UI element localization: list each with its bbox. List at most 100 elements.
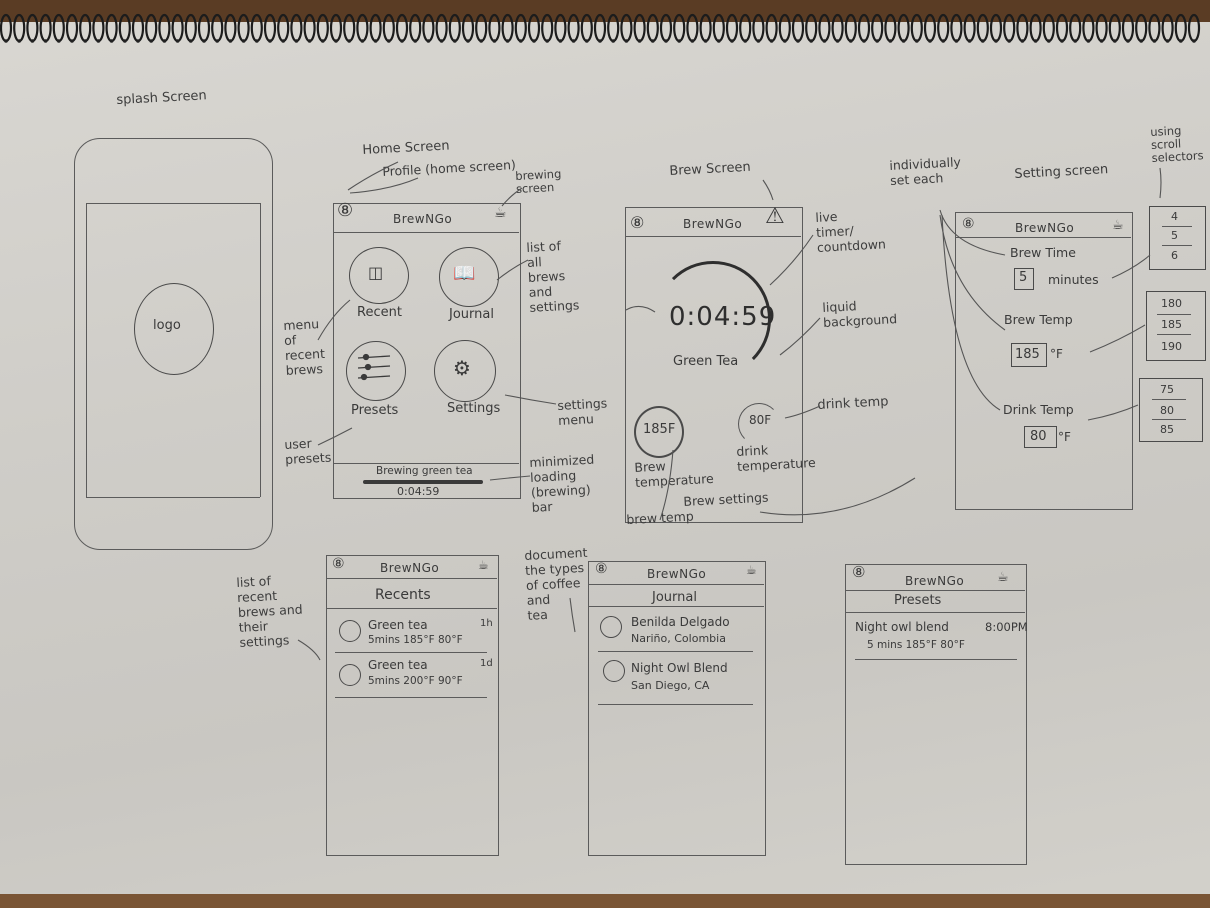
spiral-hole <box>598 39 602 43</box>
recent-item-divider <box>335 652 487 653</box>
journal-item-name[interactable]: Night Owl Blend <box>631 661 728 675</box>
settings-cup-icon[interactable]: ☕ <box>1112 218 1124 233</box>
brewing-bar-time: 0:04:59 <box>397 485 440 498</box>
arrow <box>659 449 674 521</box>
recents-cup-icon[interactable]: ☕ <box>478 558 489 572</box>
recent-item-name[interactable]: Green tea <box>368 658 428 672</box>
scroll-option: 180 <box>1161 297 1182 310</box>
journal-button[interactable] <box>439 247 499 307</box>
scroll-option: 190 <box>1161 340 1182 353</box>
spiral-hole <box>479 39 484 43</box>
brew-time-label: Brew Time <box>1010 245 1076 260</box>
arrow <box>349 177 419 194</box>
spiral-hole <box>967 39 972 43</box>
brew-temp-ring[interactable] <box>634 406 684 458</box>
time-scroll-selector[interactable]: 4 5 6 <box>1149 206 1206 270</box>
brew-profile-icon[interactable]: ⑧ <box>630 213 645 232</box>
brew-header-divider <box>625 236 801 237</box>
spiral-hole <box>175 39 180 43</box>
journal-item-thumb <box>603 660 625 682</box>
brew-cup-icon[interactable]: ☕ <box>494 205 507 221</box>
spiral-hole <box>532 39 536 43</box>
spiral-hole <box>849 39 853 43</box>
preset-item-detail: 5 mins 185°F 80°F <box>867 639 965 651</box>
arrow <box>317 427 353 446</box>
drink-temp-ring[interactable] <box>738 403 780 445</box>
journal-book-icon: 📖 <box>453 263 476 284</box>
preset-item-name[interactable]: Night owl blend <box>855 620 949 634</box>
spiral-hole <box>743 39 747 43</box>
presets-button[interactable] <box>346 341 406 401</box>
scroll-option: 85 <box>1160 423 1174 436</box>
spiral-hole <box>321 39 325 43</box>
brewing-progress-bar[interactable] <box>363 480 483 484</box>
journal-item-detail: Nariño, Colombia <box>631 632 726 645</box>
journal-phone-frame <box>588 561 766 856</box>
home-phone-frame <box>333 203 521 499</box>
brew-temp-setting-unit: °F <box>1050 347 1063 361</box>
recent-item-name[interactable]: Green tea <box>368 618 428 632</box>
spiral-hole <box>994 39 998 43</box>
spiral-hole <box>241 39 246 43</box>
spiral-hole <box>70 39 74 43</box>
recent-item-divider <box>335 697 487 698</box>
spiral-hole <box>347 39 352 43</box>
spiral-hole <box>862 39 866 43</box>
spiral-hole <box>835 39 840 43</box>
presets-cup-icon[interactable]: ☕ <box>997 570 1009 585</box>
recents-profile-icon[interactable]: ⑧ <box>332 556 345 572</box>
spiral-hole <box>466 39 470 43</box>
spiral-hole <box>334 39 338 43</box>
spiral-hole <box>1179 39 1183 43</box>
arrow <box>625 305 656 313</box>
spiral-hole <box>888 39 893 43</box>
spiral-hole <box>664 39 668 43</box>
spiral-hole <box>83 39 87 43</box>
preset-item-divider <box>855 659 1017 660</box>
profile-icon[interactable]: ⑧ <box>337 200 354 221</box>
arrow <box>939 209 1006 256</box>
presets-profile-icon[interactable]: ⑧ <box>852 563 866 581</box>
spiral-hole <box>796 39 800 43</box>
spiral-hole <box>4 39 8 43</box>
spiral-hole <box>492 39 497 43</box>
countdown-timer: 0:04:59 <box>669 302 777 332</box>
settings-button[interactable] <box>434 340 496 402</box>
splash-right-edge <box>260 203 261 497</box>
brew-temp-box[interactable] <box>1011 343 1047 367</box>
journal-item-name[interactable]: Benilda Delgado <box>631 615 730 629</box>
drink-temp-setting-unit: °F <box>1058 430 1071 444</box>
arrow <box>779 317 821 356</box>
recent-item-detail: 5mins 200°F 90°F <box>368 675 463 687</box>
spiral-hole <box>387 39 391 43</box>
scroll-divider <box>1157 334 1191 335</box>
recent-item-thumb <box>339 664 361 686</box>
journal-profile-icon[interactable]: ⑧ <box>595 561 608 577</box>
settings-profile-icon[interactable]: ⑧ <box>962 216 975 232</box>
brew-time-box[interactable] <box>1014 268 1034 290</box>
spiral-hole <box>1113 39 1117 43</box>
splash-left-edge <box>86 203 87 497</box>
brew-temp-scroll-selector[interactable]: 180 185 190 <box>1146 291 1206 361</box>
spiral-hole <box>717 39 721 43</box>
recent-button[interactable] <box>349 247 409 304</box>
spiral-hole <box>545 39 549 43</box>
spiral-hole <box>162 39 167 43</box>
journal-item-divider <box>598 651 753 652</box>
spiral-hole <box>1152 39 1157 43</box>
spiral-hole <box>1139 39 1143 43</box>
drink-temp-box[interactable] <box>1024 426 1057 448</box>
journal-cup-icon[interactable]: ☕ <box>746 563 757 577</box>
scroll-option-selected: 80 <box>1160 404 1174 417</box>
drink-temp-scroll-selector[interactable]: 75 80 85 <box>1139 378 1203 442</box>
spiral-hole <box>17 39 22 43</box>
scroll-option-selected: 5 <box>1171 229 1178 242</box>
brewing-bar-text: Brewing green tea <box>376 465 473 477</box>
journal-title-divider <box>588 606 764 607</box>
recent-item-age: 1h <box>480 618 493 629</box>
recents-phone-frame <box>326 555 499 856</box>
spiral-hole <box>426 39 431 43</box>
brew-active-icon[interactable]: ⚠ <box>765 204 785 229</box>
arrow <box>939 214 1006 331</box>
scroll-divider <box>1162 226 1192 227</box>
